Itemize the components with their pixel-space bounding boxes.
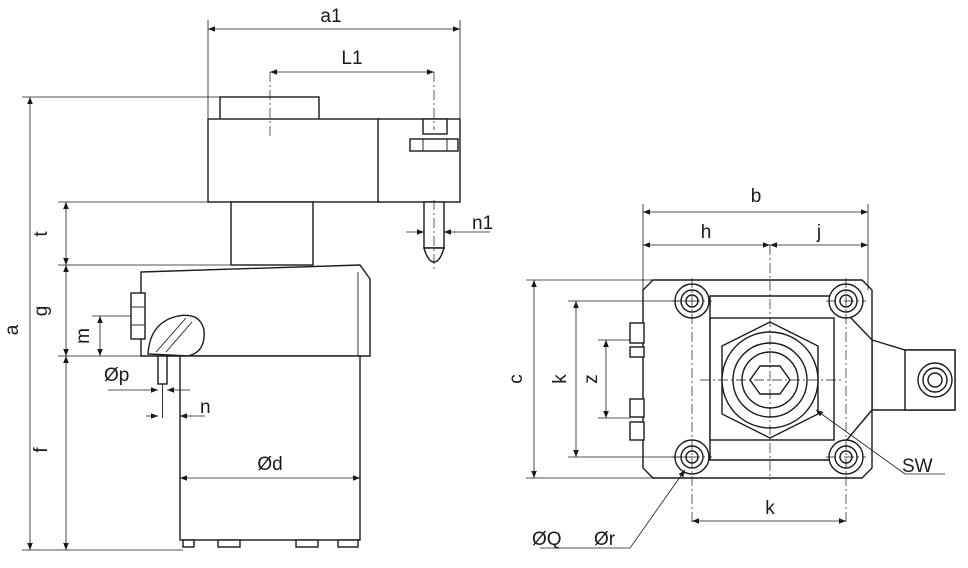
top-view-dimensions bbox=[526, 204, 945, 549]
arm-screw-head bbox=[422, 118, 448, 135]
label-z: z bbox=[581, 374, 602, 384]
top-view bbox=[629, 245, 956, 525]
label-b: b bbox=[751, 186, 762, 207]
label-Op: Øp bbox=[104, 365, 129, 386]
label-g: g bbox=[31, 306, 52, 317]
label-c: c bbox=[506, 374, 527, 384]
label-h: h bbox=[701, 222, 712, 243]
label-a1: a1 bbox=[320, 6, 341, 27]
clamp-arm-body bbox=[207, 118, 381, 203]
clamp-arm-tip bbox=[377, 118, 461, 203]
label-f: f bbox=[31, 447, 52, 453]
label-j: j bbox=[816, 222, 821, 243]
piston-neck bbox=[230, 201, 314, 266]
port-fitting bbox=[130, 292, 146, 340]
cam-window bbox=[147, 314, 205, 357]
label-Or: Ør bbox=[594, 529, 616, 550]
top-cap bbox=[219, 96, 320, 122]
label-SW: SW bbox=[902, 456, 933, 477]
dimension-labels: a1 L1 a t g m f n1 Øp n Ød b h j c k z S… bbox=[2, 6, 933, 550]
side-view bbox=[130, 72, 461, 548]
label-k-horizontal: k bbox=[765, 498, 775, 519]
label-Od: Ød bbox=[257, 454, 282, 475]
cylinder-body bbox=[179, 355, 361, 541]
label-a: a bbox=[2, 324, 23, 335]
label-k-vertical: k bbox=[550, 374, 571, 384]
arm-screw-nut bbox=[409, 138, 459, 152]
label-t: t bbox=[31, 231, 52, 237]
label-m: m bbox=[73, 328, 94, 344]
side-view-dimensions bbox=[22, 20, 490, 551]
label-n: n bbox=[200, 397, 211, 418]
label-L1: L1 bbox=[341, 48, 362, 69]
label-OQ: ØQ bbox=[532, 529, 562, 550]
label-n1: n1 bbox=[472, 213, 493, 234]
